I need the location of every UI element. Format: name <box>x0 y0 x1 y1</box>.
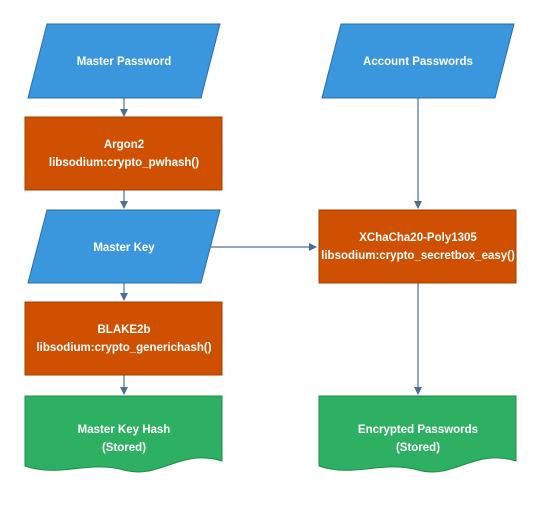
node-master-key-hash: Master Key Hash (Stored) <box>24 395 223 473</box>
master-key-hash-shape <box>24 395 223 473</box>
xchacha-function: libsodium:crypto_secretbox_easy() <box>321 250 515 262</box>
account-passwords-label: Account Passwords <box>363 56 473 68</box>
master-password-shape <box>27 23 221 99</box>
node-argon2: Argon2 libsodium:crypto_pwhash() <box>24 116 223 191</box>
node-master-key: Master Key <box>27 209 221 284</box>
connectors <box>120 98 422 395</box>
encrypted-passwords-status: (Stored) <box>396 442 440 454</box>
argon2-title: Argon2 <box>104 139 144 151</box>
argon2-shape <box>24 116 223 191</box>
node-blake2b: BLAKE2b libsodium:crypto_generichash() <box>24 301 223 376</box>
node-xchacha: XChaCha20-Poly1305 libsodium:crypto_secr… <box>318 209 517 284</box>
blake2b-shape <box>24 301 223 376</box>
node-encrypted-passwords: Encrypted Passwords (Stored) <box>318 395 517 473</box>
master-key-hash-status: (Stored) <box>102 442 146 454</box>
master-key-label: Master Key <box>93 242 155 254</box>
xchacha-shape <box>318 209 517 284</box>
master-key-hash-title: Master Key Hash <box>78 424 171 436</box>
master-password-label: Master Password <box>77 56 172 68</box>
blake2b-title: BLAKE2b <box>97 324 150 336</box>
blake2b-function: libsodium:crypto_generichash() <box>36 342 211 354</box>
account-passwords-shape <box>321 23 515 99</box>
encrypted-passwords-shape <box>318 395 517 473</box>
xchacha-title: XChaCha20-Poly1305 <box>359 232 477 244</box>
node-master-password: Master Password <box>27 23 221 99</box>
encrypted-passwords-title: Encrypted Passwords <box>358 424 478 436</box>
argon2-function: libsodium:crypto_pwhash() <box>49 157 199 169</box>
node-account-passwords: Account Passwords <box>321 23 515 99</box>
master-key-shape <box>27 209 221 284</box>
